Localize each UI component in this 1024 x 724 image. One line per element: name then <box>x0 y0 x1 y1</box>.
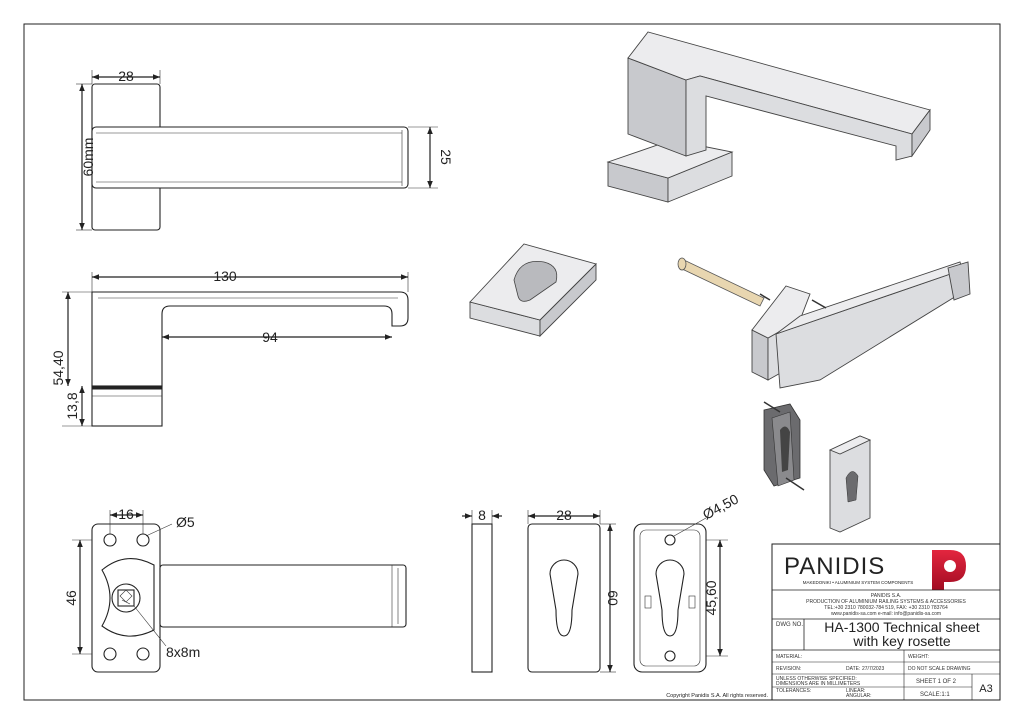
sheet-size: A3 <box>979 683 992 695</box>
material-label: MATERIAL: <box>776 654 802 660</box>
dim-rosette-height: 60 <box>605 590 621 606</box>
scale-value: SCALE:1:1 <box>920 692 950 698</box>
revision-label: REVISION: <box>776 666 801 672</box>
company-phone: TEL:+30 2310 780032-784 519, FAX: +30 23… <box>824 605 948 611</box>
company-name: PANIDIS S.A. <box>871 593 901 599</box>
no-scale-note: DO NOT SCALE DRAWING <box>908 666 971 672</box>
date-label: DATE: <box>846 666 860 672</box>
dim-rosette-thickness: 8 <box>478 507 486 523</box>
top-view: 28 60mm 25 <box>76 68 454 231</box>
date-value: 27/7/2023 <box>862 666 884 672</box>
tolerances-label: TOLERANCES: <box>776 688 811 694</box>
dim-side-base-height: 13,8 <box>64 392 80 419</box>
dim-front-hole-diameter: Ø5 <box>176 514 195 530</box>
dim-rosette-hole-spacing: 45,60 <box>703 580 719 615</box>
weight-label: WEIGHT: <box>908 654 929 660</box>
side-view: 130 94 54,40 13,8 <box>50 268 409 427</box>
dim-side-inner: 94 <box>262 329 278 345</box>
logo-text: PANIDIS <box>784 553 885 580</box>
sheet-border <box>23 23 1001 701</box>
iso-exploded-rosette <box>763 401 872 533</box>
linear-label: LINEAR: <box>846 688 865 694</box>
rosette-side-view: 8 <box>462 507 502 673</box>
rosette-back-view: Ø4,50 45,60 <box>633 491 741 673</box>
company-desc: PRODUCTION OF ALUMINIUM RAILING SYSTEMS … <box>806 599 966 605</box>
dim-top-width: 28 <box>118 68 134 84</box>
company-web: www.panidis-sa.com e-mail: info@panidis-… <box>831 611 941 617</box>
dim-top-height: 60mm <box>80 138 96 177</box>
sheet-number: SHEET 1 OF 2 <box>916 679 957 685</box>
iso-handle <box>606 31 931 203</box>
front-view: 16 Ø5 46 8x8m <box>63 506 407 673</box>
copyright-notice: Copyright Panidis S.A. All rights reserv… <box>666 693 768 699</box>
drawing-title-line2: with key rosette <box>852 633 950 649</box>
dim-front-height: 46 <box>63 590 79 606</box>
iso-rosette <box>469 243 597 338</box>
dim-rosette-width: 28 <box>556 507 572 523</box>
unless-line2: DIMENSIONS ARE IN MILLIMETERS <box>776 681 861 687</box>
dwg-no-label: DWG NO. <box>776 622 803 628</box>
drawing-title-line1: HA-1300 Technical sheet <box>824 619 980 635</box>
dim-side-length: 130 <box>213 268 237 284</box>
rosette-front-view: 28 60 <box>527 507 621 673</box>
dim-front-square: 8x8m <box>166 644 200 660</box>
title-block: PANIDIS MAKEDONIKI • ALUMINIUM SYSTEM CO… <box>771 543 1001 701</box>
dim-side-total-height: 54,40 <box>50 350 66 385</box>
angular-label: ANGULAR: <box>846 693 872 699</box>
dim-rosette-hole-diameter: Ø4,50 <box>700 491 741 523</box>
logo-tagline: MAKEDONIKI • ALUMINIUM SYSTEM COMPONENTS <box>803 580 914 585</box>
iso-handle-with-pin <box>677 257 971 389</box>
unless-line1: UNLESS OTHERWISE SPECIFIED: <box>776 676 857 682</box>
dim-front-hole-spacing: 16 <box>118 506 134 522</box>
dim-top-lever-height: 25 <box>438 149 454 165</box>
